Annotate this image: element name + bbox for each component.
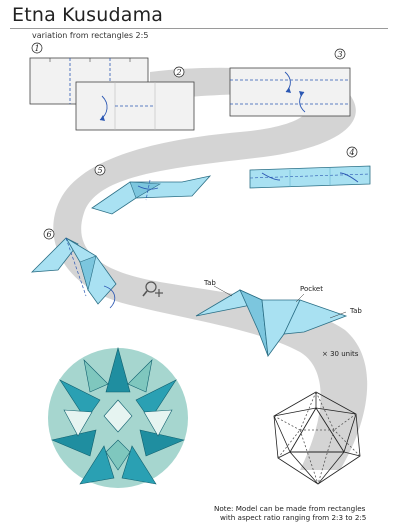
tab-right-label: Tab xyxy=(349,307,362,315)
winding-path xyxy=(53,67,368,470)
step-2-number: 2 xyxy=(175,68,181,77)
kusudama-photo xyxy=(48,346,188,488)
note-line-1: Note: Model can be made from rectangles xyxy=(214,504,366,513)
step-4-number: 4 xyxy=(348,148,354,157)
note-line-2: with aspect ratio ranging from 2:3 to 2:… xyxy=(220,513,367,522)
step-3-number: 3 xyxy=(337,50,342,59)
step-5: 5 xyxy=(91,164,212,215)
finished-unit: Tab Pocket Tab × 30 units xyxy=(195,279,362,358)
pocket-label: Pocket xyxy=(300,285,323,293)
icosahedron-diagram xyxy=(273,391,361,485)
step-4: 4 xyxy=(249,146,371,189)
page-subtitle: variation from rectangles 2:5 xyxy=(32,31,149,40)
step-3: 3 xyxy=(229,48,351,117)
title-divider xyxy=(10,28,388,29)
step-6: 6 xyxy=(30,228,117,309)
aspect-ratio-note: Note: Model can be made from rectangles … xyxy=(214,504,398,522)
units-count-label: × 30 units xyxy=(322,350,359,358)
step-2: 2 xyxy=(75,66,195,131)
tab-left-label: Tab xyxy=(203,279,216,287)
zoom-in-icon xyxy=(142,281,163,297)
page-title: Etna Kusudama xyxy=(12,4,164,26)
step-5-number: 5 xyxy=(97,166,102,175)
step-6-number: 6 xyxy=(46,230,51,239)
step-1-number: 1 xyxy=(34,44,39,53)
